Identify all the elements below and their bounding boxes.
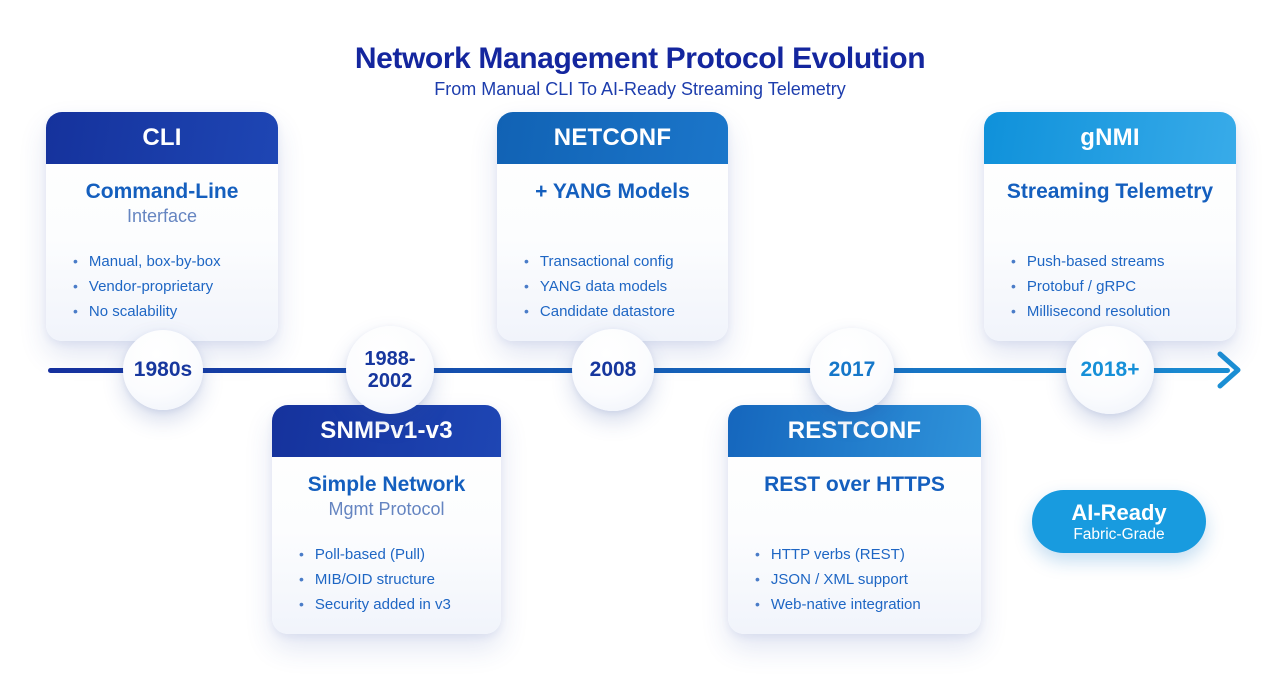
card-cli-title: CLI — [46, 112, 278, 164]
list-item: JSON / XML support — [755, 567, 981, 592]
timeline-marker-1988-2002: 1988- 2002 — [346, 326, 434, 414]
list-item: Manual, box-by-box — [73, 249, 278, 274]
card-cli: CLI Command-Line Interface Manual, box-b… — [46, 112, 278, 341]
timeline-marker-2008: 2008 — [572, 329, 654, 411]
card-snmp-title: SNMPv1-v3 — [272, 405, 501, 457]
card-cli-bullets: Manual, box-by-box Vendor-proprietary No… — [73, 249, 278, 324]
card-netconf-heading: + YANG Models — [535, 180, 690, 203]
card-gnmi-head: Streaming Telemetry — [984, 179, 1236, 239]
card-netconf-title: NETCONF — [497, 112, 728, 164]
card-netconf-head: + YANG Models — [497, 179, 728, 239]
card-snmp-subheading: Mgmt Protocol — [328, 499, 445, 519]
list-item: Millisecond resolution — [1011, 299, 1236, 324]
card-cli-head: Command-Line Interface — [46, 179, 278, 239]
card-gnmi-bullets: Push-based streams Protobuf / gRPC Milli… — [1011, 249, 1236, 324]
list-item: Push-based streams — [1011, 249, 1236, 274]
card-snmp: SNMPv1-v3 Simple Network Mgmt Protocol P… — [272, 405, 501, 634]
list-item: Security added in v3 — [299, 592, 501, 617]
list-item: Web-native integration — [755, 592, 981, 617]
timeline-marker-2017: 2017 — [810, 328, 894, 412]
ai-ready-badge-subtitle: Fabric-Grade — [1073, 525, 1165, 543]
card-netconf: NETCONF + YANG Models Transactional conf… — [497, 112, 728, 341]
list-item: YANG data models — [524, 274, 728, 299]
list-item: HTTP verbs (REST) — [755, 542, 981, 567]
card-restconf-title: RESTCONF — [728, 405, 981, 457]
card-restconf-head: REST over HTTPS — [728, 472, 981, 532]
card-netconf-bullets: Transactional config YANG data models Ca… — [524, 249, 728, 324]
list-item: No scalability — [73, 299, 278, 324]
timeline-marker-1980s: 1980s — [123, 330, 203, 410]
card-restconf-heading: REST over HTTPS — [764, 473, 945, 496]
card-gnmi-title: gNMI — [984, 112, 1236, 164]
list-item: MIB/OID structure — [299, 567, 501, 592]
card-snmp-bullets: Poll-based (Pull) MIB/OID structure Secu… — [299, 542, 501, 617]
list-item: Candidate datastore — [524, 299, 728, 324]
card-cli-subheading: Interface — [126, 206, 198, 226]
card-gnmi-heading: Streaming Telemetry — [1006, 180, 1214, 203]
ai-ready-badge-title: AI-Ready — [1071, 499, 1167, 525]
list-item: Poll-based (Pull) — [299, 542, 501, 567]
ai-ready-badge: AI-Ready Fabric-Grade — [1032, 490, 1206, 553]
timeline-marker-2018plus: 2018+ — [1066, 326, 1154, 414]
card-snmp-head: Simple Network Mgmt Protocol — [272, 472, 501, 532]
card-cli-heading: Command-Line — [85, 180, 239, 203]
list-item: Protobuf / gRPC — [1011, 274, 1236, 299]
list-item: Transactional config — [524, 249, 728, 274]
card-gnmi: gNMI Streaming Telemetry Push-based stre… — [984, 112, 1236, 341]
card-restconf: RESTCONF REST over HTTPS HTTP verbs (RES… — [728, 405, 981, 634]
card-restconf-bullets: HTTP verbs (REST) JSON / XML support Web… — [755, 542, 981, 617]
list-item: Vendor-proprietary — [73, 274, 278, 299]
page-subtitle: From Manual CLI To AI-Ready Streaming Te… — [434, 79, 846, 99]
timeline-arrow-icon — [1217, 351, 1241, 389]
card-snmp-heading: Simple Network — [307, 473, 466, 496]
page-title: Network Management Protocol Evolution — [354, 42, 926, 75]
